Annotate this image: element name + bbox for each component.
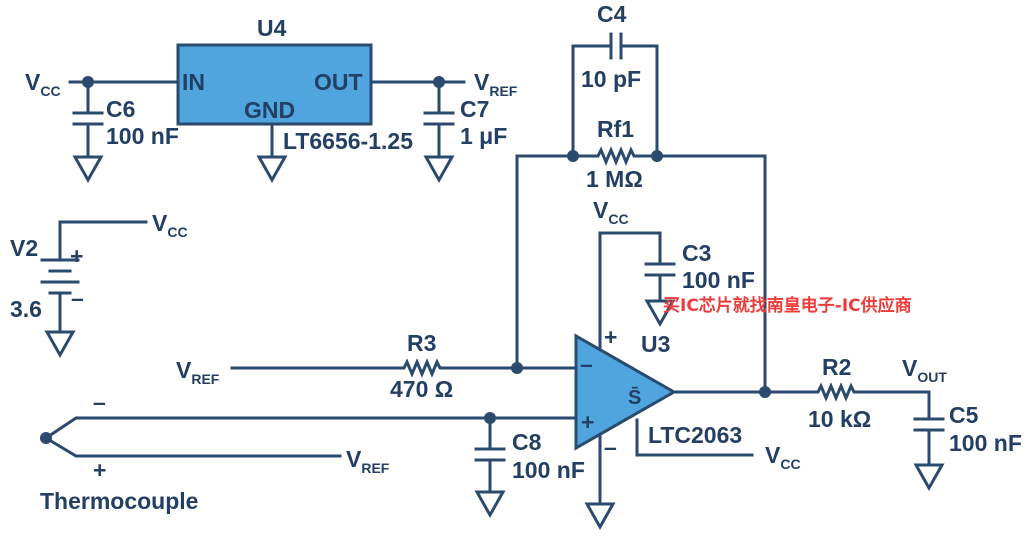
u3-noninv-sign: +: [581, 409, 594, 435]
u4-label: U4: [257, 15, 287, 41]
junction-dot: [759, 386, 771, 398]
c8-value: 100 nF: [512, 457, 585, 483]
u3-body: [574, 333, 678, 451]
ground-icon: [644, 299, 676, 328]
tc-minus: –: [93, 389, 106, 415]
c8-capacitor: C8 100 nF: [474, 416, 585, 519]
ground-icon: [584, 502, 616, 531]
r3-label: R3: [407, 330, 436, 356]
c4-label: C4: [597, 1, 627, 27]
u3-inv-sign: –: [580, 351, 593, 377]
u3-vminus-sign: –: [604, 434, 617, 460]
c6-capacitor: C6 100 nF: [72, 80, 179, 184]
ground-icon: [474, 490, 506, 519]
c4-value: 10 pF: [581, 66, 641, 92]
r3-resistor: VREF R3 470 Ω: [176, 330, 578, 402]
u3-part-number: LTC2063: [648, 422, 742, 448]
c4-capacitor: C4 10 pF: [571, 1, 659, 158]
c7-capacitor: C7 1 μF: [423, 80, 507, 184]
vcc-label-v2: VCC: [152, 210, 188, 240]
c3-value: 100 nF: [682, 267, 755, 293]
rf1-value: 1 MΩ: [586, 166, 643, 192]
c6-label: C6: [106, 96, 135, 122]
v2-battery: V2 3.6 + – VCC: [10, 210, 188, 359]
vout-label: VOUT: [902, 355, 947, 385]
vref-label-tc: VREF: [346, 446, 390, 476]
v2-plus: +: [70, 243, 83, 269]
ground-icon: [72, 155, 104, 184]
vcc-label-u4: VCC: [25, 69, 61, 99]
u4-out-pin: OUT: [314, 69, 363, 95]
ground-icon: [913, 463, 945, 492]
u3-label: U3: [641, 331, 670, 357]
v2-value: 3.6: [10, 296, 42, 322]
ground-icon: [256, 155, 288, 184]
r2-label: R2: [822, 354, 851, 380]
v2-minus: –: [71, 285, 84, 311]
ground-icon: [44, 330, 76, 359]
junction-dot: [567, 150, 579, 162]
junction-dot: [651, 150, 663, 162]
v2-label: V2: [10, 235, 38, 261]
vref-label-r3: VREF: [176, 357, 220, 387]
u4-reference: U4 IN OUT GND LT6656-1.25: [176, 15, 413, 184]
watermark-text: 买IC芯片就找南皇电子-IC供应商: [663, 295, 912, 316]
tc-plus: +: [93, 457, 106, 483]
u4-body: [176, 43, 373, 126]
u4-gnd-pin: GND: [244, 97, 295, 123]
c8-label: C8: [512, 429, 542, 455]
c3-label: C3: [682, 240, 711, 266]
u4-in-pin: IN: [182, 69, 205, 95]
vcc-label-u3: VCC: [593, 197, 629, 227]
thermocouple-label: Thermocouple: [40, 488, 198, 514]
rf1-label: Rf1: [597, 116, 634, 142]
r2-value: 10 kΩ: [808, 406, 871, 432]
c7-label: C7: [460, 96, 489, 122]
c6-value: 100 nF: [106, 123, 179, 149]
c7-value: 1 μF: [460, 123, 507, 149]
output-filter: R2 10 kΩ VOUT C5 100 nF: [672, 354, 1022, 492]
vcc-label-shdn: VCC: [765, 442, 801, 472]
rf1-resistor: Rf1 1 MΩ: [515, 116, 767, 394]
thermocouple: – + VREF Thermocouple: [40, 389, 578, 514]
u3-shdn-pin: S̄: [628, 387, 641, 409]
u3-vplus-sign: +: [604, 324, 617, 350]
r3-value: 470 Ω: [390, 376, 453, 402]
u4-part-number: LT6656-1.25: [283, 128, 413, 154]
junction-dot: [511, 362, 523, 374]
u3-opamp: VCC C3 100 nF + – + – S̄ U3 LTC2063 VCC: [574, 197, 801, 531]
c5-value: 100 nF: [949, 430, 1022, 456]
ground-icon: [423, 155, 455, 184]
vref-label-u4: VREF: [474, 69, 518, 99]
c5-label: C5: [949, 402, 979, 428]
